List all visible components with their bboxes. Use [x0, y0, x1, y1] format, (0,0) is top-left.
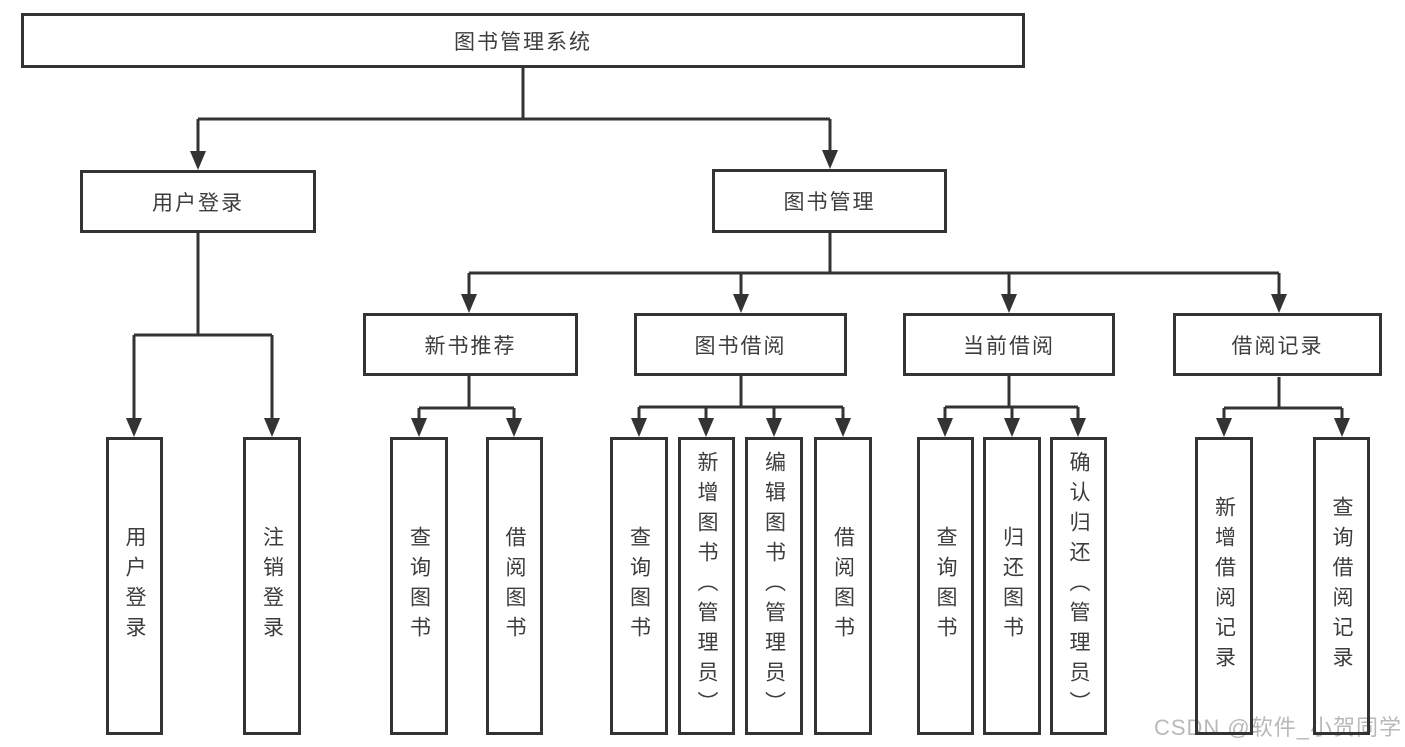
leaf-logout: 注销登录 [243, 437, 301, 735]
leaf-borrowing-borrow-books: 借阅图书 [814, 437, 872, 735]
leaf-borrowing-edit-books: 编辑图书（管理员） [745, 437, 803, 735]
leaf-records-add-record: 新增借阅记录 [1195, 437, 1253, 735]
connector-newbook-to-leaves [411, 376, 522, 437]
leaf-current-query-books-label: 查询图书 [934, 526, 958, 646]
node-user-login-label: 用户登录 [152, 191, 244, 215]
node-new-book-recommendation-label: 新书推荐 [424, 334, 517, 358]
leaf-borrowing-add-books-label: 新增图书（管理员） [695, 451, 719, 721]
node-book-management-label: 图书管理 [783, 191, 876, 214]
leaf-user-login: 用户登录 [106, 437, 163, 735]
node-current-borrowing-label: 当前借阅 [963, 334, 1055, 358]
leaf-current-confirm-return: 确认归还（管理员） [1050, 437, 1107, 735]
connector-bookborrowing-to-leaves [631, 376, 851, 437]
leaf-current-confirm-return-label: 确认归还（管理员） [1067, 451, 1091, 721]
node-borrowing-records-label: 借阅记录 [1231, 334, 1324, 358]
node-book-management: 图书管理 [712, 169, 947, 233]
node-new-book-recommendation: 新书推荐 [363, 313, 578, 376]
leaf-current-return-books-label: 归还图书 [1000, 526, 1024, 646]
leaf-borrowing-query-books: 查询图书 [610, 437, 668, 735]
leaf-user-login-label: 用户登录 [123, 526, 147, 646]
node-book-borrowing: 图书借阅 [634, 313, 847, 376]
node-book-borrowing-label: 图书借阅 [694, 334, 787, 358]
connector-bookmanagement-to-level3 [461, 233, 1287, 313]
connector-currentborrowing-to-leaves [937, 376, 1086, 437]
leaf-borrowing-borrow-books-label: 借阅图书 [831, 526, 855, 646]
leaf-current-query-books: 查询图书 [917, 437, 974, 735]
leaf-current-return-books: 归还图书 [983, 437, 1041, 735]
connector-userlogin-to-leaves [126, 233, 280, 437]
connector-root-to-level2 [190, 68, 838, 170]
leaf-records-query-record-label: 查询借阅记录 [1330, 496, 1354, 676]
leaf-borrowing-add-books: 新增图书（管理员） [678, 437, 735, 735]
node-borrowing-records: 借阅记录 [1173, 313, 1382, 376]
node-user-login: 用户登录 [80, 170, 316, 233]
leaf-records-query-record: 查询借阅记录 [1313, 437, 1370, 735]
leaf-newbook-query-books: 查询图书 [390, 437, 448, 735]
leaf-newbook-borrow-books: 借阅图书 [486, 437, 543, 735]
leaf-newbook-borrow-books-label: 借阅图书 [503, 526, 527, 646]
leaf-newbook-query-books-label: 查询图书 [407, 526, 431, 646]
node-library-management-system: 图书管理系统 [21, 13, 1025, 68]
node-library-management-system-label: 图书管理系统 [454, 30, 592, 54]
node-current-borrowing: 当前借阅 [903, 313, 1115, 376]
leaf-logout-label: 注销登录 [260, 526, 284, 646]
leaf-borrowing-edit-books-label: 编辑图书（管理员） [762, 451, 786, 721]
leaf-borrowing-query-books-label: 查询图书 [627, 526, 651, 646]
leaf-records-add-record-label: 新增借阅记录 [1212, 496, 1236, 676]
connector-borrowrecords-to-leaves [1216, 377, 1350, 437]
